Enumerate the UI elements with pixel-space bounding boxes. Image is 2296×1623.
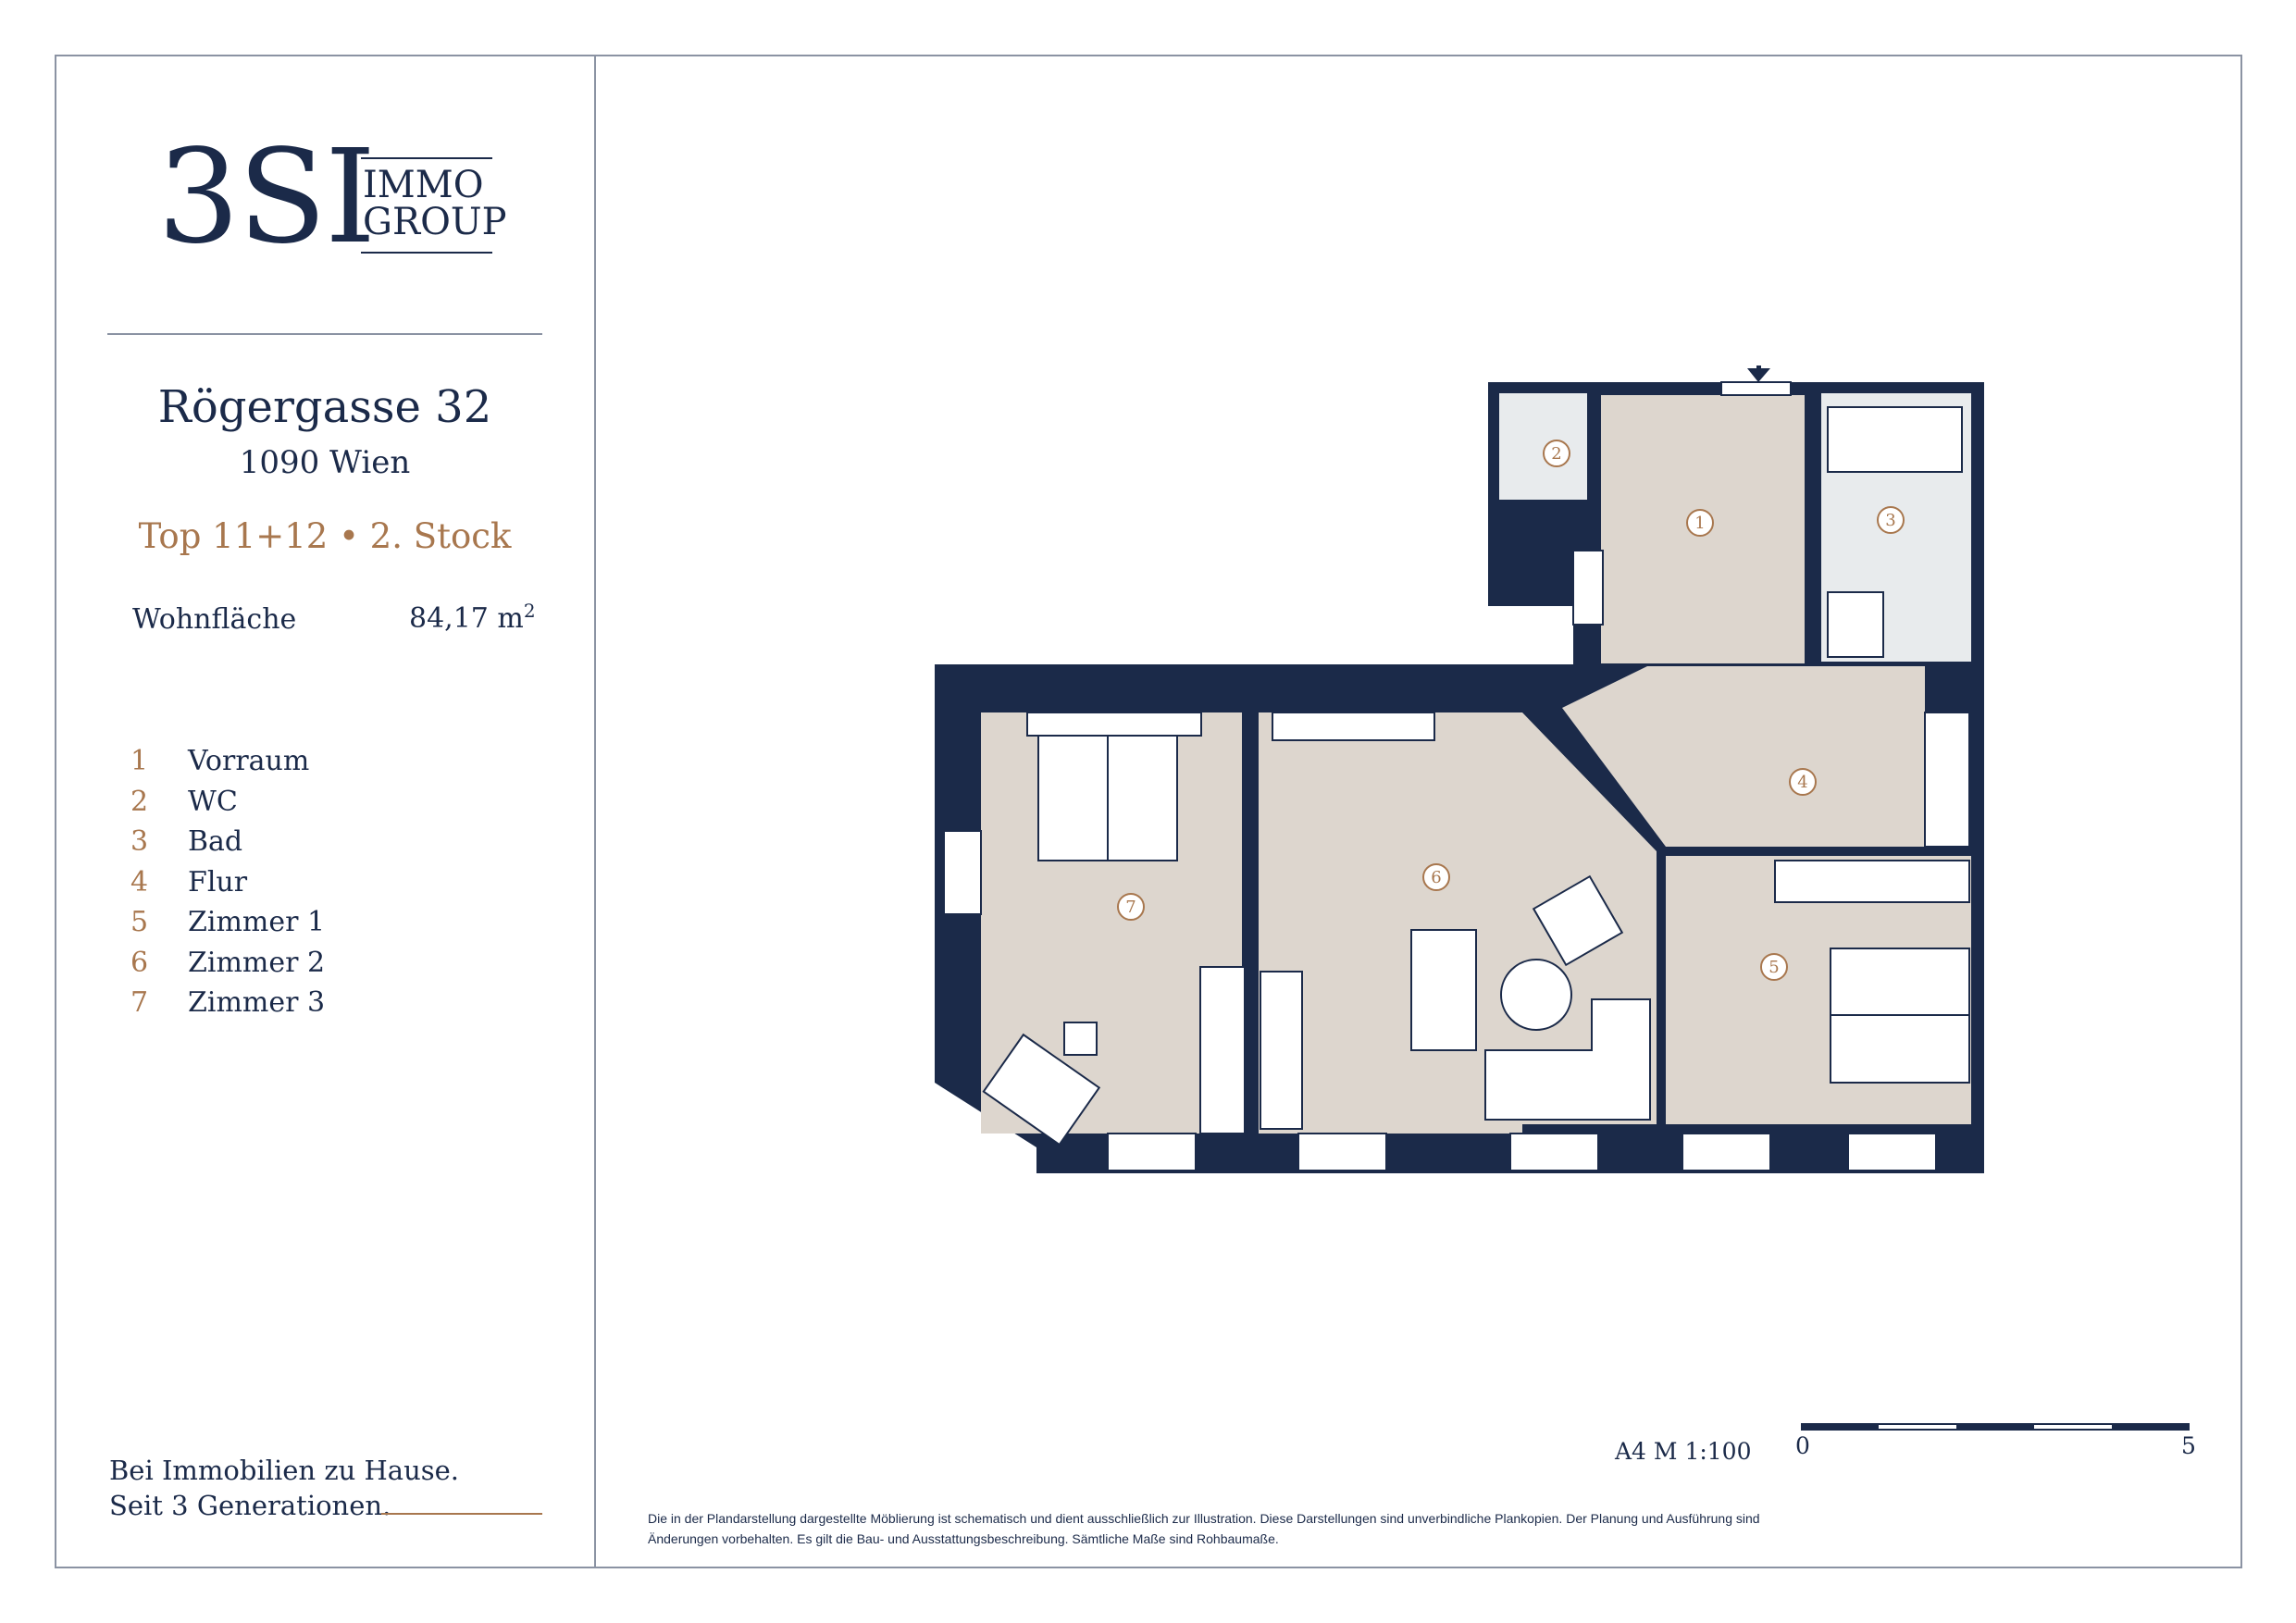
- property-unit: Top 11+12 • 2. Stock: [138, 516, 512, 556]
- logo-box: [361, 157, 492, 254]
- logo-line-2: GROUP: [363, 201, 507, 243]
- list-item: 7 Zimmer 3: [130, 986, 325, 1027]
- room-name: Zimmer 1: [188, 906, 326, 938]
- scale-bar: [1801, 1423, 2190, 1431]
- room-markers: [1117, 440, 1905, 981]
- header-divider: [107, 333, 542, 335]
- list-item: 3 Bad: [130, 825, 325, 866]
- room-name: Flur: [188, 865, 248, 898]
- marker-label-1: 1: [1694, 514, 1705, 533]
- scale-seg-3: [1956, 1423, 2034, 1431]
- room-number: 3: [130, 825, 149, 858]
- scale-end: 5: [2181, 1432, 2196, 1459]
- area-unit-sup: 2: [523, 600, 536, 622]
- room-name: Vorraum: [188, 745, 310, 777]
- company-logo: 3SI IMMO GROUP: [157, 133, 546, 266]
- marker-label-2: 2: [1551, 444, 1561, 464]
- area-value: 84,17 m2: [409, 600, 536, 635]
- marker-label-6: 6: [1431, 868, 1441, 887]
- scale-seg-5: [2112, 1423, 2190, 1431]
- marker-label-7: 7: [1125, 898, 1136, 917]
- scale-seg-4: [2034, 1423, 2112, 1431]
- area-value-number: 84,17 m: [409, 602, 524, 635]
- room-marker-5: [1760, 953, 1788, 981]
- list-item: 1 Vorraum: [130, 745, 325, 786]
- room-number: 7: [130, 986, 149, 1019]
- logo-main-text: 3SI: [157, 122, 376, 273]
- property-city: 1090 Wien: [239, 444, 411, 481]
- room-marker-labels: 1 2 3 4 5 6 7: [1125, 444, 1895, 977]
- room-marker-6: [1422, 863, 1450, 891]
- room-name: Zimmer 3: [188, 986, 326, 1019]
- marker-label-3: 3: [1885, 511, 1895, 530]
- entrance-arrow-icon: [1747, 365, 1770, 382]
- scale-text: A4 M 1:100: [1615, 1438, 1752, 1465]
- furniture: [982, 406, 1970, 1146]
- room-number: 6: [130, 946, 149, 979]
- slogan-underline: [381, 1513, 542, 1515]
- slogan-line-1: Bei Immobilien zu Hause.: [109, 1455, 460, 1486]
- sidebar-divider: [594, 55, 596, 1568]
- scale-seg-2: [1879, 1423, 1956, 1431]
- list-item: 4 Flur: [130, 866, 325, 907]
- room-marker-1: [1686, 509, 1714, 537]
- scale-seg-1: [1801, 1423, 1879, 1431]
- scale-start: 0: [1795, 1432, 1810, 1459]
- room-marker-7: [1117, 893, 1145, 921]
- room-number: 2: [130, 785, 149, 818]
- room-marker-3: [1877, 506, 1905, 534]
- marker-label-5: 5: [1769, 958, 1779, 977]
- room-name: WC: [188, 785, 238, 818]
- list-item: 6 Zimmer 2: [130, 947, 325, 987]
- windows: [943, 381, 1937, 1171]
- disclaimer-text: Die in der Plandarstellung dargestellte …: [648, 1511, 1760, 1546]
- room-number: 4: [130, 865, 149, 898]
- room-number: 5: [130, 906, 149, 938]
- marker-label-4: 4: [1797, 773, 1807, 792]
- list-item: 5 Zimmer 1: [130, 906, 325, 947]
- room-name: Zimmer 2: [188, 946, 326, 979]
- page-frame: [55, 55, 2242, 1568]
- property-street: Rögergasse 32: [157, 381, 492, 433]
- floor-plan: 1 2 3 4 5 6 7: [935, 365, 1984, 1173]
- area-label: Wohnfläche: [132, 603, 297, 636]
- room-number: 1: [130, 745, 149, 777]
- slogan-line-2: Seit 3 Generationen.: [109, 1490, 391, 1521]
- list-item: 2 WC: [130, 786, 325, 826]
- room-marker-4: [1789, 768, 1817, 796]
- logo-line-1: IMMO: [363, 164, 484, 206]
- room-marker-2: [1543, 440, 1570, 467]
- room-name: Bad: [188, 825, 243, 858]
